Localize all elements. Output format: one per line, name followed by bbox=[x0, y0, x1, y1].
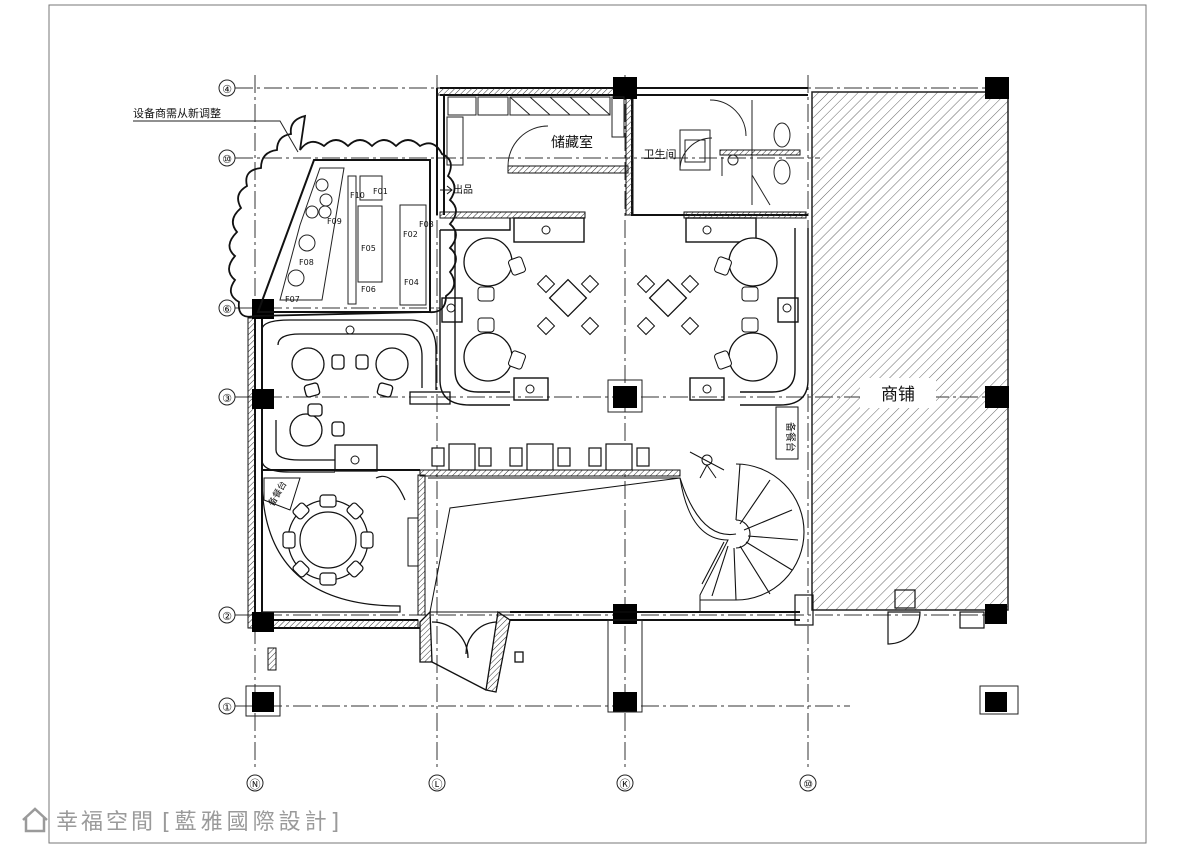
svg-text:F09: F09 bbox=[327, 217, 342, 226]
axis-label: ⑩ bbox=[803, 778, 813, 791]
axis-label: ④ bbox=[222, 83, 232, 96]
svg-text:F05: F05 bbox=[361, 244, 376, 253]
structural-columns bbox=[252, 77, 1009, 712]
axis-label: ② bbox=[222, 610, 232, 623]
column-axis-markers: Ⓝ Ⓛ Ⓚ ⑩ bbox=[246, 774, 817, 792]
prep-counter-label: 备餐台 bbox=[784, 422, 797, 452]
bar-seating bbox=[431, 443, 650, 471]
axis-bubble bbox=[218, 697, 236, 715]
house-logo-icon bbox=[22, 807, 48, 833]
axis-bubble bbox=[246, 774, 264, 792]
left-tables bbox=[289, 347, 409, 447]
prep-counter bbox=[775, 406, 799, 460]
axis-label: ① bbox=[222, 701, 232, 714]
axis-label: Ⓛ bbox=[432, 778, 443, 791]
svg-text:F02: F02 bbox=[403, 230, 418, 239]
svg-text:F06: F06 bbox=[361, 285, 376, 294]
left-booths bbox=[261, 319, 451, 473]
svg-text:F08: F08 bbox=[299, 258, 314, 267]
axis-bubble bbox=[799, 774, 817, 792]
outgoing-arrow bbox=[440, 185, 453, 195]
watermark-brand: 幸福空間 bbox=[56, 810, 157, 835]
sheet-border bbox=[48, 4, 1147, 844]
axis-bubble bbox=[218, 388, 236, 406]
axis-label: ⑩ bbox=[222, 153, 232, 166]
prep-counter-2 bbox=[263, 477, 301, 511]
dining-chairs bbox=[477, 256, 759, 370]
outlet-markers bbox=[345, 225, 792, 465]
restroom-fixtures bbox=[679, 99, 791, 206]
axis-bubble bbox=[428, 774, 446, 792]
prep-counter-2-label: 备餐台 bbox=[265, 479, 289, 508]
storage-label: 储藏室 bbox=[551, 134, 593, 151]
small-panel bbox=[267, 647, 277, 671]
equipment-labels: F01 F02 F03 F04 F05 F06 F07 F08 F09 F10 bbox=[285, 187, 434, 304]
svg-text:F03: F03 bbox=[419, 220, 434, 229]
watermark: 幸福空間 [藍雅國際設計] bbox=[20, 803, 343, 837]
column-outlines bbox=[245, 379, 1019, 717]
axis-bubble bbox=[218, 606, 236, 624]
axis-bubble bbox=[616, 774, 634, 792]
shop-area bbox=[811, 91, 1009, 611]
svg-text:F07: F07 bbox=[285, 295, 300, 304]
axis-label: ③ bbox=[222, 392, 232, 405]
entrance bbox=[419, 610, 524, 693]
person-figure bbox=[689, 451, 725, 479]
shop-label: 商铺 bbox=[881, 385, 915, 405]
booth-seating bbox=[439, 217, 809, 406]
axis-bubble bbox=[218, 149, 236, 167]
shop-door bbox=[794, 589, 985, 645]
watermark-sub: [藍雅國際設計] bbox=[162, 810, 344, 835]
restroom-label: 卫生间 bbox=[644, 147, 677, 161]
svg-text:F04: F04 bbox=[404, 278, 419, 287]
axis-label: Ⓚ bbox=[620, 778, 631, 791]
hatched-walls bbox=[247, 87, 807, 629]
storage-shelves bbox=[446, 96, 625, 167]
round-banquet-table bbox=[261, 475, 406, 613]
axis-bubble bbox=[218, 79, 236, 97]
revision-note: 设备商需从新调整 bbox=[133, 106, 221, 120]
axis-label: ⑥ bbox=[222, 303, 232, 316]
svg-text:F10: F10 bbox=[350, 191, 365, 200]
axis-label: Ⓝ bbox=[250, 778, 261, 791]
svg-text:F01: F01 bbox=[373, 187, 388, 196]
spiral-staircase bbox=[679, 463, 805, 601]
axis-bubble bbox=[218, 299, 236, 317]
open-void bbox=[428, 477, 729, 613]
wall-panel bbox=[407, 517, 419, 567]
outgoing-label: 出品 bbox=[453, 183, 473, 196]
revision-cloud bbox=[228, 114, 457, 318]
note-leader bbox=[133, 120, 299, 153]
kitchen-equipment bbox=[279, 167, 427, 306]
dining-tables bbox=[463, 237, 778, 382]
kitchen-wall bbox=[256, 159, 431, 313]
row-axis-markers: ④ ⑩ ⑥ ③ ② ① bbox=[218, 79, 236, 715]
